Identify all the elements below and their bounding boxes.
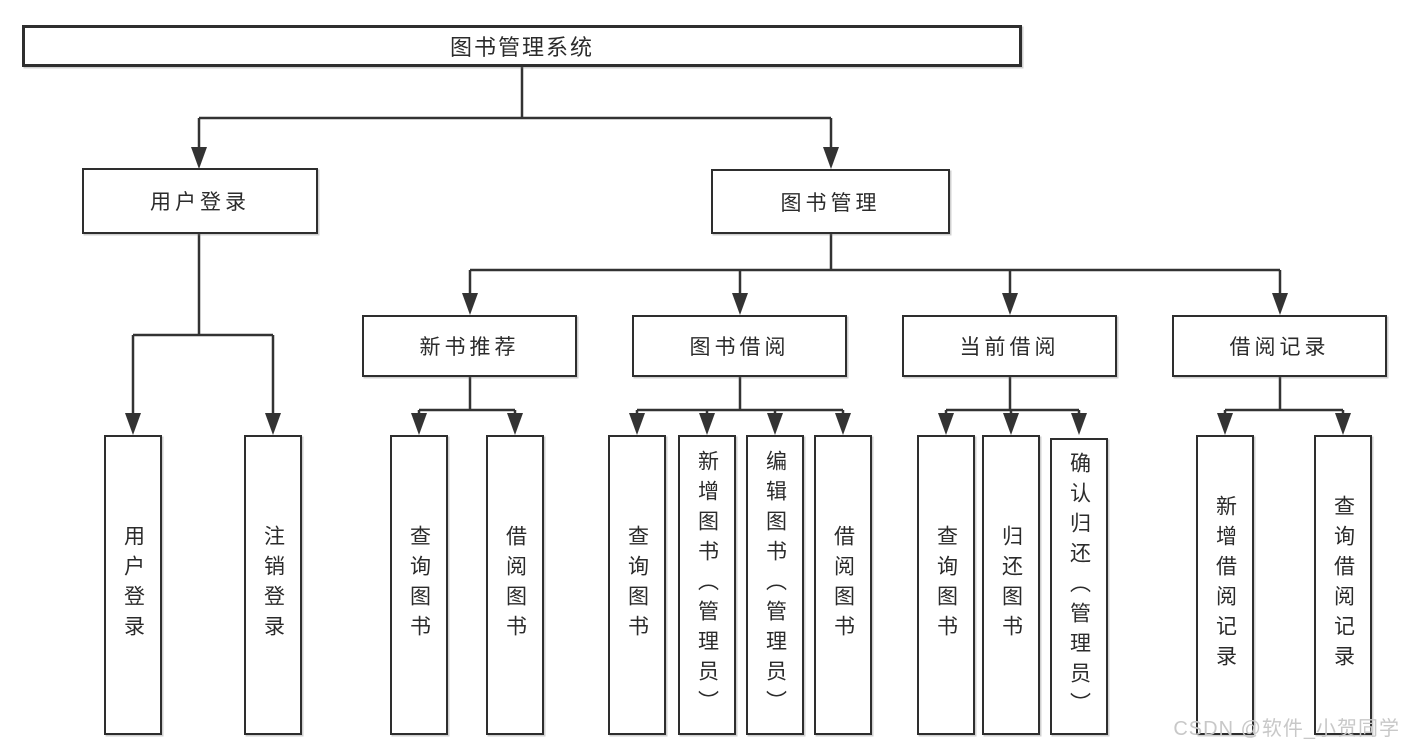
node-leaf-borrow-edit-admin: 编辑图书（管理员） — [746, 435, 804, 735]
leaf-label: 确认归还（管理员） — [1067, 451, 1091, 722]
leaf-label: 借阅图书 — [831, 525, 855, 645]
node-root-system: 图书管理系统 — [22, 25, 1022, 67]
leaf-label: 注销登录 — [261, 525, 285, 645]
node-borrow-record: 借阅记录 — [1172, 315, 1387, 377]
node-book-management-group: 图书管理 — [711, 169, 950, 234]
leaf-label: 归还图书 — [999, 525, 1023, 645]
node-book-borrow: 图书借阅 — [632, 315, 847, 377]
node-leaf-newbook-borrow: 借阅图书 — [486, 435, 544, 735]
leaf-label: 新增借阅记录 — [1213, 495, 1237, 675]
leaf-label: 查询图书 — [934, 525, 958, 645]
leaf-label: 新增图书（管理员） — [695, 450, 719, 720]
leaf-label: 查询图书 — [407, 525, 431, 645]
node-leaf-current-confirm-admin: 确认归还（管理员） — [1050, 438, 1108, 735]
node-leaf-logout: 注销登录 — [244, 435, 302, 735]
node-current-borrow: 当前借阅 — [902, 315, 1117, 377]
leaf-label: 查询图书 — [625, 525, 649, 645]
node-leaf-borrow-query: 查询图书 — [608, 435, 666, 735]
node-leaf-current-query: 查询图书 — [917, 435, 975, 735]
node-leaf-current-return: 归还图书 — [982, 435, 1040, 735]
node-leaf-borrow-borrow: 借阅图书 — [814, 435, 872, 735]
leaf-label: 查询借阅记录 — [1331, 495, 1355, 675]
node-user-login-group: 用户登录 — [82, 168, 318, 234]
csdn-watermark: CSDN @软件_小贺同学 — [1173, 718, 1400, 740]
node-leaf-borrow-add-admin: 新增图书（管理员） — [678, 435, 736, 735]
leaf-label: 编辑图书（管理员） — [763, 450, 787, 720]
node-leaf-newbook-query: 查询图书 — [390, 435, 448, 735]
node-leaf-record-query: 查询借阅记录 — [1314, 435, 1372, 735]
leaf-label: 借阅图书 — [503, 525, 527, 645]
leaf-label: 用户登录 — [121, 525, 145, 645]
node-leaf-record-add: 新增借阅记录 — [1196, 435, 1254, 735]
node-leaf-user-login: 用户登录 — [104, 435, 162, 735]
node-new-book-recommend: 新书推荐 — [362, 315, 577, 377]
